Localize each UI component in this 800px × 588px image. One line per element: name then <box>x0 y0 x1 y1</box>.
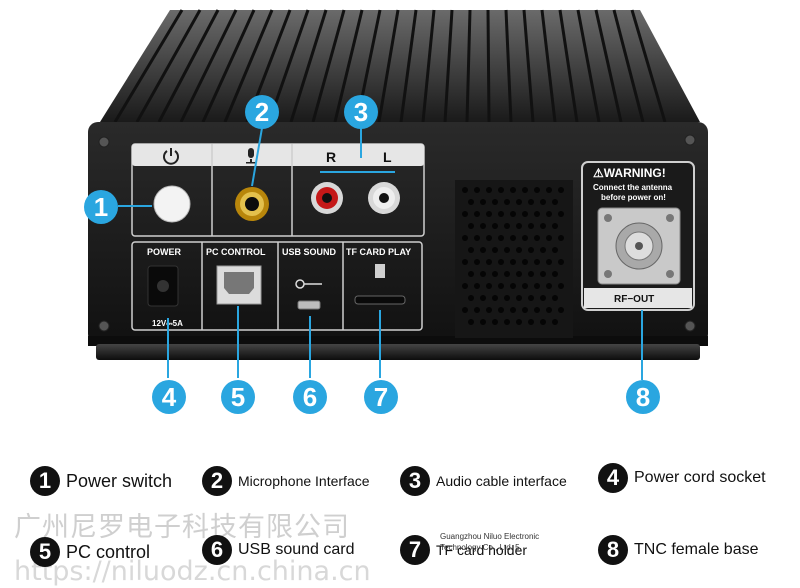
legend-item-6: 6 USB sound card <box>202 535 355 565</box>
legend-number: 4 <box>598 463 628 493</box>
legend-label: TF card holder <box>436 542 528 558</box>
microphone-jack[interactable] <box>235 187 269 221</box>
power-switch-button[interactable] <box>153 185 191 223</box>
watermark-company-cn: 广州尼罗电子科技有限公司 <box>14 512 350 543</box>
warning-line-1: Connect the antenna <box>593 183 673 192</box>
tf-card-slot[interactable] <box>354 295 406 305</box>
heatsink-fins <box>100 9 700 123</box>
legend-number: 7 <box>400 535 430 565</box>
right-channel-label: R <box>326 149 336 165</box>
legend-number: 8 <box>598 535 628 565</box>
usb-icon <box>295 279 322 289</box>
tf-card-icon <box>375 264 385 278</box>
legend-label: PC control <box>66 541 151 562</box>
power-cord-socket[interactable] <box>147 265 179 307</box>
callout-7: 7 <box>364 380 398 414</box>
legend-label: TNC female base <box>634 541 759 558</box>
legend-label: Power cord socket <box>634 469 766 486</box>
screws <box>98 134 696 332</box>
legend-number: 2 <box>202 466 232 496</box>
legend-number: 6 <box>202 535 232 565</box>
legend-label: USB sound card <box>238 541 355 558</box>
pc-control-usb-port[interactable] <box>216 265 262 305</box>
callout-5: 5 <box>221 380 255 414</box>
callout-3: 3 <box>344 95 378 129</box>
legend-number: 1 <box>30 466 60 496</box>
callout-4: 4 <box>152 380 186 414</box>
pc-control-label: PC CONTROL <box>206 247 266 257</box>
watermark-url: https://niluodz.cn.china.cn <box>14 556 371 587</box>
legend-label: Microphone Interface <box>238 473 370 489</box>
callout-1: 1 <box>84 190 118 224</box>
warning-line-2: before power on! <box>601 193 666 202</box>
warning-title: ⚠WARNING! <box>593 166 666 180</box>
power-symbol-icon <box>163 148 179 165</box>
rf-out-label: RF−OUT <box>614 294 654 305</box>
legend-item-3: 3 Audio cable interface <box>400 466 567 496</box>
legend-item-4: 4 Power cord socket <box>598 463 766 493</box>
callout-lines <box>118 127 643 380</box>
audio-rca-right-jack[interactable] <box>311 182 343 214</box>
tnc-connector[interactable] <box>597 207 681 285</box>
microphone-icon <box>246 148 256 164</box>
device-back-panel-photo: R L POWER PC CONTROL USB SOUND TF CARD P… <box>88 9 708 380</box>
legend-number: 3 <box>400 466 430 496</box>
callout-6: 6 <box>293 380 327 414</box>
usb-sound-label: USB SOUND <box>282 247 337 257</box>
usb-sound-port[interactable] <box>297 300 321 310</box>
legend-item-1: 1 Power switch <box>30 466 172 496</box>
legend-item-5: 5 PC control <box>30 537 150 567</box>
legend-item-8: 8 TNC female base <box>598 535 759 565</box>
legend-item-2: 2 Microphone Interface <box>202 466 370 496</box>
audio-rca-left-jack[interactable] <box>368 182 400 214</box>
watermark-company-en: Guangzhou Niluo Electronic Technology Co… <box>440 532 540 552</box>
callout-2: 2 <box>245 95 279 129</box>
tf-card-label: TF CARD PLAY <box>346 247 411 257</box>
left-channel-label: L <box>383 149 392 165</box>
power-label: POWER <box>147 247 182 257</box>
legend-number: 5 <box>30 537 60 567</box>
legend-label: Audio cable interface <box>436 473 567 489</box>
legend-item-7: 7 TF card holder <box>400 535 527 565</box>
callout-8: 8 <box>626 380 660 414</box>
legend-label: Power switch <box>66 470 173 491</box>
